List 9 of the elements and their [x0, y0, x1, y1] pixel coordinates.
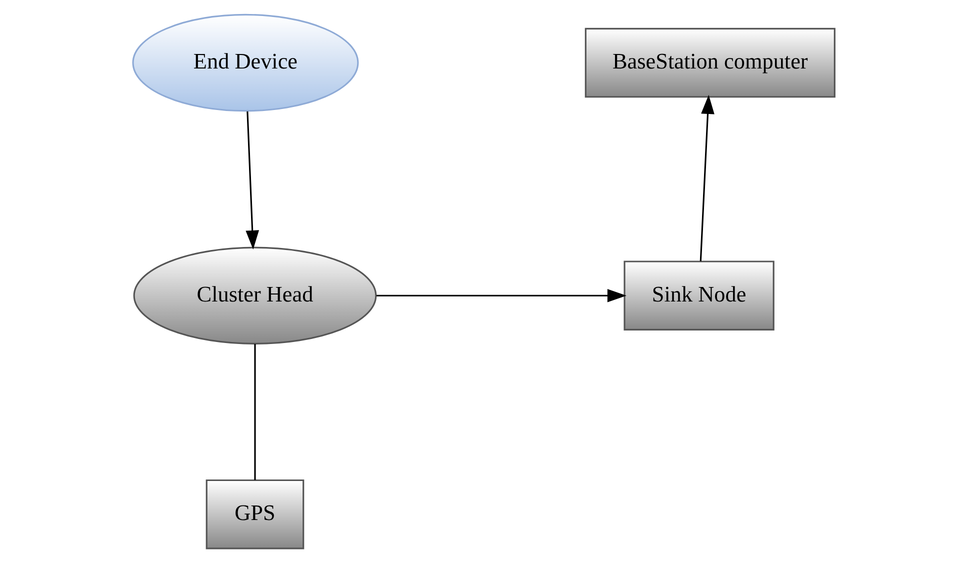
- node-ellipse: End Device: [132, 14, 358, 112]
- arrow: [376, 288, 626, 302]
- arrow: [699, 94, 714, 262]
- arrow: [245, 111, 259, 250]
- node-box: Sink Node: [623, 260, 774, 330]
- node-box: BaseStation computer: [584, 28, 835, 98]
- node-ellipse: Cluster Head: [132, 246, 376, 344]
- connector: [254, 344, 256, 480]
- node-box: GPS: [205, 479, 304, 550]
